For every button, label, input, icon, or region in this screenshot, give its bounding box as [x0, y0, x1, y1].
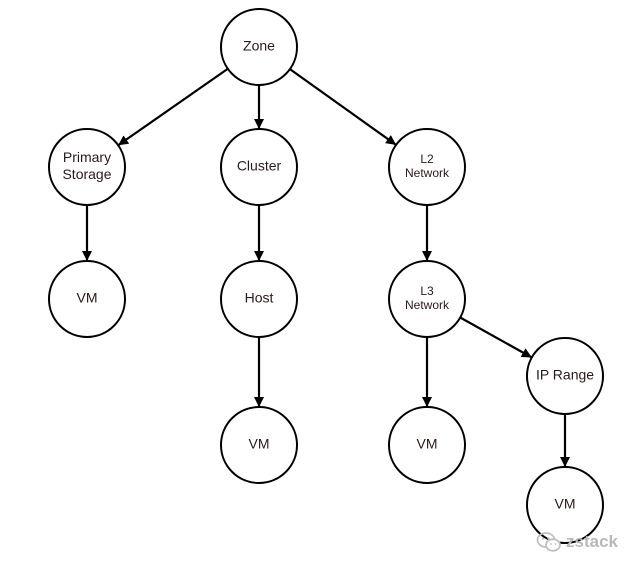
node-label: Primary — [63, 149, 111, 165]
node-label: L3 — [420, 284, 434, 298]
edge-l3-network-to-ip-range — [459, 316, 532, 358]
node-circle — [388, 128, 466, 206]
node-label: VM — [417, 436, 438, 452]
node-label: VM — [77, 290, 98, 306]
node-circle — [388, 406, 466, 484]
edge-zone-to-l2-network — [289, 68, 397, 146]
node-circle — [220, 8, 298, 86]
node-cluster: Cluster — [220, 128, 298, 206]
node-label: Storage — [62, 166, 111, 182]
node-circle — [388, 260, 466, 338]
edges-layer — [82, 67, 570, 467]
node-host: Host — [220, 260, 298, 338]
watermark-text: zstack — [566, 532, 618, 551]
node-vm-ip: VM — [526, 466, 604, 544]
node-label: L2 — [420, 152, 434, 166]
node-vm-host: VM — [220, 406, 298, 484]
node-label: Host — [245, 290, 274, 306]
node-ip-range: IP Range — [526, 337, 604, 415]
node-circle — [48, 260, 126, 338]
node-circle — [526, 466, 604, 544]
node-label: VM — [555, 496, 576, 512]
node-label: Network — [405, 298, 450, 312]
node-vm-l3: VM — [388, 406, 466, 484]
node-circle — [220, 260, 298, 338]
node-circle — [220, 128, 298, 206]
node-label: Cluster — [237, 158, 282, 174]
node-label: IP Range — [536, 367, 594, 383]
node-zone: Zone — [220, 8, 298, 86]
node-circle — [48, 128, 126, 206]
edge-zone-to-primary-storage — [118, 67, 229, 146]
node-label: VM — [249, 436, 270, 452]
node-vm-storage: VM — [48, 260, 126, 338]
node-circle — [526, 337, 604, 415]
node-label: Zone — [243, 38, 275, 54]
node-label: Network — [405, 166, 450, 180]
node-circle — [220, 406, 298, 484]
watermark: zstack — [536, 531, 618, 553]
wechat-icon — [536, 531, 562, 553]
